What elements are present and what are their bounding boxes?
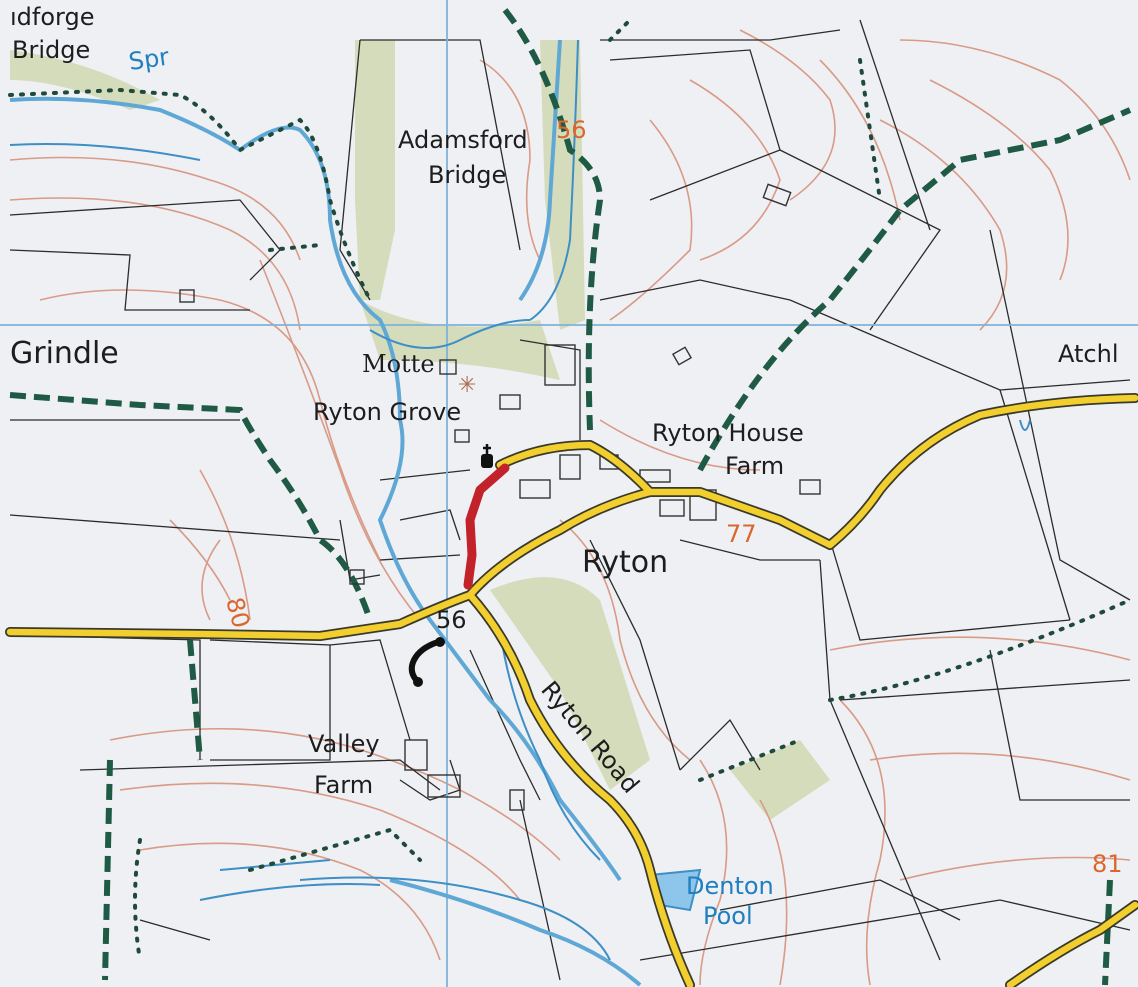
height-56-top: 56 — [556, 116, 587, 144]
telephone-icon — [408, 637, 445, 687]
church-icon — [481, 444, 493, 468]
label-ryton-grove: Ryton Grove — [313, 398, 461, 426]
label-ryton: Ryton — [582, 545, 668, 580]
roads — [5, 393, 1138, 987]
antiquity-star-icon: ✳ — [458, 373, 476, 398]
label-ryton-house-farm: Farm — [725, 452, 784, 480]
label-ryton-house: Ryton House — [652, 419, 804, 447]
label-adamsford: Adamsford — [398, 126, 528, 154]
svg-text:✳: ✳ — [458, 373, 476, 398]
label-corner-top-a: ıdforge — [10, 3, 94, 31]
label-atchl: Atchl — [1058, 340, 1118, 368]
label-grindle: Grindle — [10, 336, 119, 371]
height-81: 81 — [1092, 850, 1123, 878]
label-adamsford-bridge: Bridge — [428, 161, 506, 189]
label-denton: Denton — [686, 872, 774, 900]
height-labels: 56 56 77 80 81 — [220, 116, 1122, 878]
label-valley: Valley — [308, 730, 380, 758]
label-spr: Spr — [127, 43, 171, 76]
label-motte: Motte — [362, 350, 435, 378]
height-56-road: 56 — [436, 606, 467, 634]
height-77: 77 — [726, 520, 757, 548]
label-denton-pool: Pool — [703, 902, 753, 930]
height-80: 80 — [220, 594, 255, 631]
route-highlight[interactable] — [463, 463, 510, 590]
contour-lines — [9, 29, 1131, 986]
label-corner-top-b: Bridge — [12, 36, 90, 64]
label-valley-farm: Farm — [314, 771, 373, 799]
footpaths — [8, 8, 1132, 986]
field-boundaries — [9, 19, 1131, 981]
